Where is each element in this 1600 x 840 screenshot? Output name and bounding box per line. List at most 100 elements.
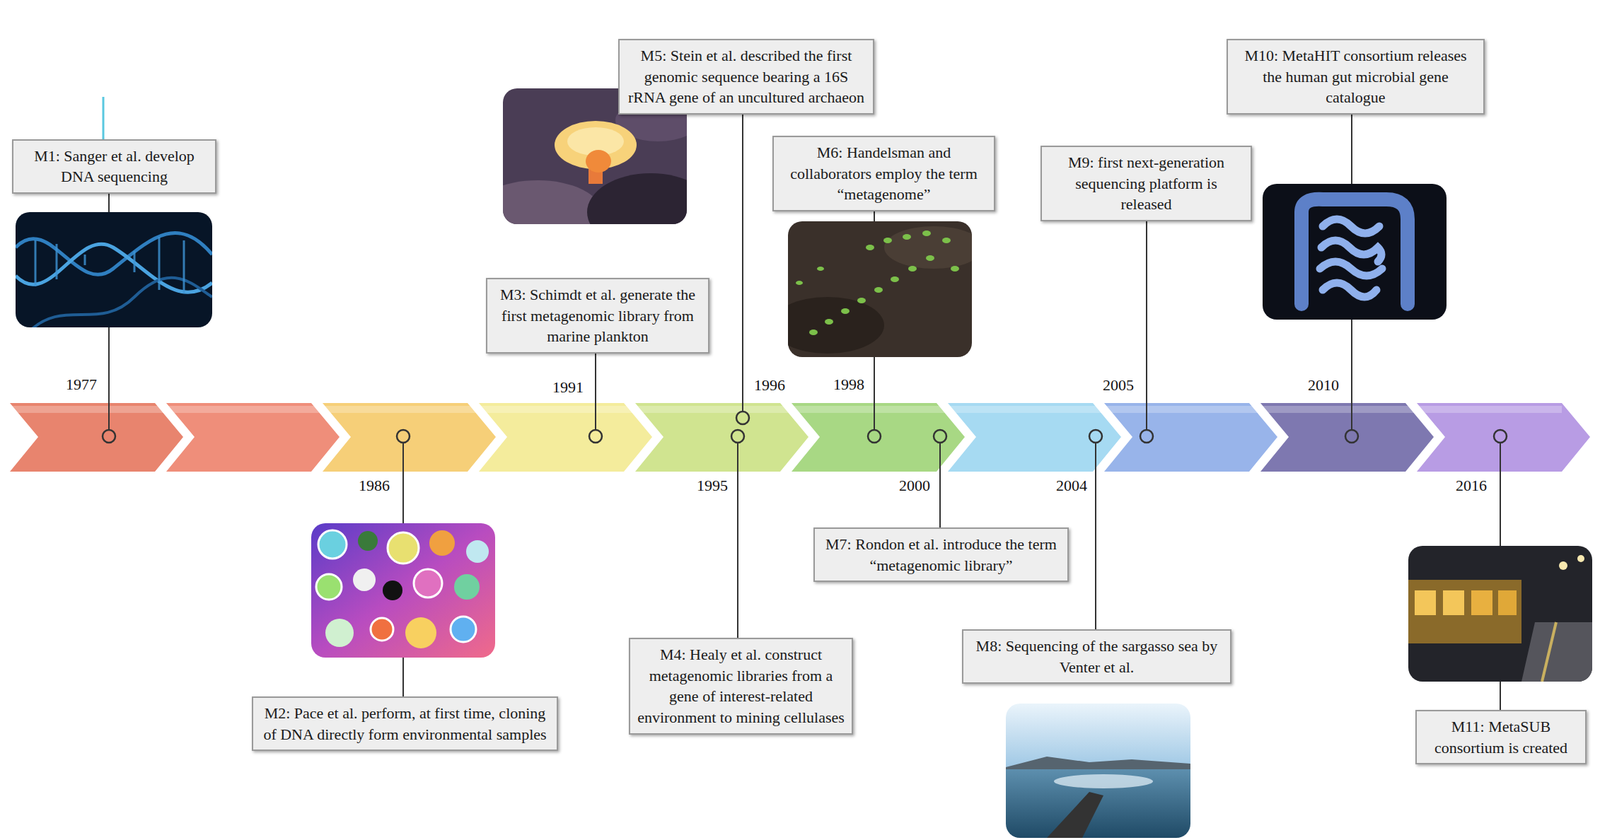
soil-picture xyxy=(787,221,972,358)
sprout xyxy=(908,265,917,272)
milestone-box: M6: Handelsman and collaborators employ … xyxy=(772,135,996,212)
year-label: 2000 xyxy=(897,476,932,496)
chevron xyxy=(1416,403,1591,472)
year-label: 2005 xyxy=(1101,376,1136,395)
leader-line xyxy=(1145,221,1148,431)
chevron xyxy=(791,403,965,472)
picture-ground xyxy=(311,523,496,658)
chevron xyxy=(322,403,496,472)
year-label: 2010 xyxy=(1306,376,1341,395)
subway-picture xyxy=(1408,546,1593,682)
ceiling-light xyxy=(1577,555,1585,563)
milestone-dot xyxy=(1140,430,1153,443)
reef-rock xyxy=(502,180,602,225)
milestone-text: M4: Healy et al. construct metagenomic l… xyxy=(637,644,845,729)
milestone-box: M4: Healy et al. construct metagenomic l… xyxy=(628,638,854,735)
train-window xyxy=(1498,590,1517,616)
sea xyxy=(1005,769,1191,839)
milestone-box: M2: Pace et al. perform, at first time, … xyxy=(251,696,559,752)
train-window xyxy=(1442,590,1465,616)
sun-glare xyxy=(1053,774,1153,789)
milestone-box: M9: first next-generation sequencing pla… xyxy=(1040,145,1252,222)
sprout xyxy=(865,244,875,251)
milestone-box: M5: Stein et al. described the first gen… xyxy=(618,38,875,115)
helix-rung xyxy=(183,240,186,294)
platform xyxy=(1521,622,1593,682)
leader-lines xyxy=(103,96,1501,711)
cell xyxy=(382,580,403,601)
chevron xyxy=(1104,403,1278,472)
sprout xyxy=(841,308,850,315)
leader-line xyxy=(737,442,739,639)
milestone-dot xyxy=(396,430,410,443)
milestone-text: M9: first next-generation sequencing pla… xyxy=(1048,152,1244,216)
coral-core xyxy=(585,149,612,173)
milestone-text: M3: Schimdt et al. generate the first me… xyxy=(494,284,701,348)
milestone-dot xyxy=(731,430,745,443)
colon xyxy=(1301,199,1408,305)
year-label: 1991 xyxy=(551,378,585,397)
milestone-dot xyxy=(1493,430,1507,443)
sprout xyxy=(809,329,818,336)
year-label: 2004 xyxy=(1054,476,1089,496)
leader-line xyxy=(741,114,744,412)
milestone-dot xyxy=(102,430,116,443)
milestone-text: M11: MetaSUB consortium is created xyxy=(1423,716,1579,759)
cell xyxy=(325,618,354,648)
cell xyxy=(466,540,489,564)
milestone-text: M7: Rondon et al. introduce the term “me… xyxy=(821,534,1061,576)
leader-line xyxy=(594,353,597,431)
cell xyxy=(357,531,378,552)
milestone-markers xyxy=(102,411,1507,443)
sprout xyxy=(950,265,960,272)
sprouts xyxy=(795,230,960,336)
platform-edge xyxy=(1541,622,1557,682)
sprout xyxy=(902,234,912,240)
leader-line xyxy=(939,442,941,528)
sprout xyxy=(883,237,892,244)
cell xyxy=(316,574,342,600)
milestone-box: M1: Sanger et al. develop DNA sequencing xyxy=(12,139,217,194)
cell xyxy=(318,530,347,559)
helix-strand xyxy=(15,244,213,293)
soil-patch xyxy=(787,297,885,354)
cell xyxy=(429,530,455,556)
cell xyxy=(387,532,419,564)
helix-rung xyxy=(55,244,59,280)
sprout xyxy=(795,280,803,286)
sea-picture xyxy=(1005,703,1191,839)
far-land xyxy=(1005,756,1191,771)
milestone-box: M8: Sequencing of the sargasso sea by Ve… xyxy=(961,629,1232,684)
leader-line xyxy=(1094,442,1097,630)
year-label: 1998 xyxy=(831,375,866,394)
chevron xyxy=(635,403,809,472)
milestone-dot xyxy=(589,430,602,443)
train-window xyxy=(1471,590,1493,616)
cell xyxy=(413,569,443,598)
cell xyxy=(405,617,437,649)
picture-ground xyxy=(1262,183,1447,320)
sky xyxy=(1005,703,1191,771)
milestone-text: M1: Sanger et al. develop DNA sequencing xyxy=(20,145,208,188)
gut-picture xyxy=(1262,183,1447,320)
year-label: 2016 xyxy=(1454,476,1489,496)
year-label: 1996 xyxy=(752,376,787,395)
dna-picture xyxy=(15,212,213,328)
cell xyxy=(352,568,376,592)
milestone-text: M5: Stein et al. described the first gen… xyxy=(626,45,866,109)
milestone-text: M8: Sequencing of the sargasso sea by Ve… xyxy=(970,635,1223,678)
train-body xyxy=(1408,580,1522,644)
picture-ground xyxy=(1408,546,1593,682)
sprout xyxy=(922,230,931,237)
chevron xyxy=(9,403,184,472)
helix-rung xyxy=(34,240,37,287)
sprout xyxy=(824,319,834,325)
sprout xyxy=(857,297,866,304)
helix-rungs xyxy=(35,236,184,294)
soil-patch xyxy=(884,226,972,269)
milestone-text: M2: Pace et al. perform, at first time, … xyxy=(260,703,550,745)
milestone-box: M7: Rondon et al. introduce the term “me… xyxy=(813,527,1069,583)
helix-rung xyxy=(133,251,136,273)
